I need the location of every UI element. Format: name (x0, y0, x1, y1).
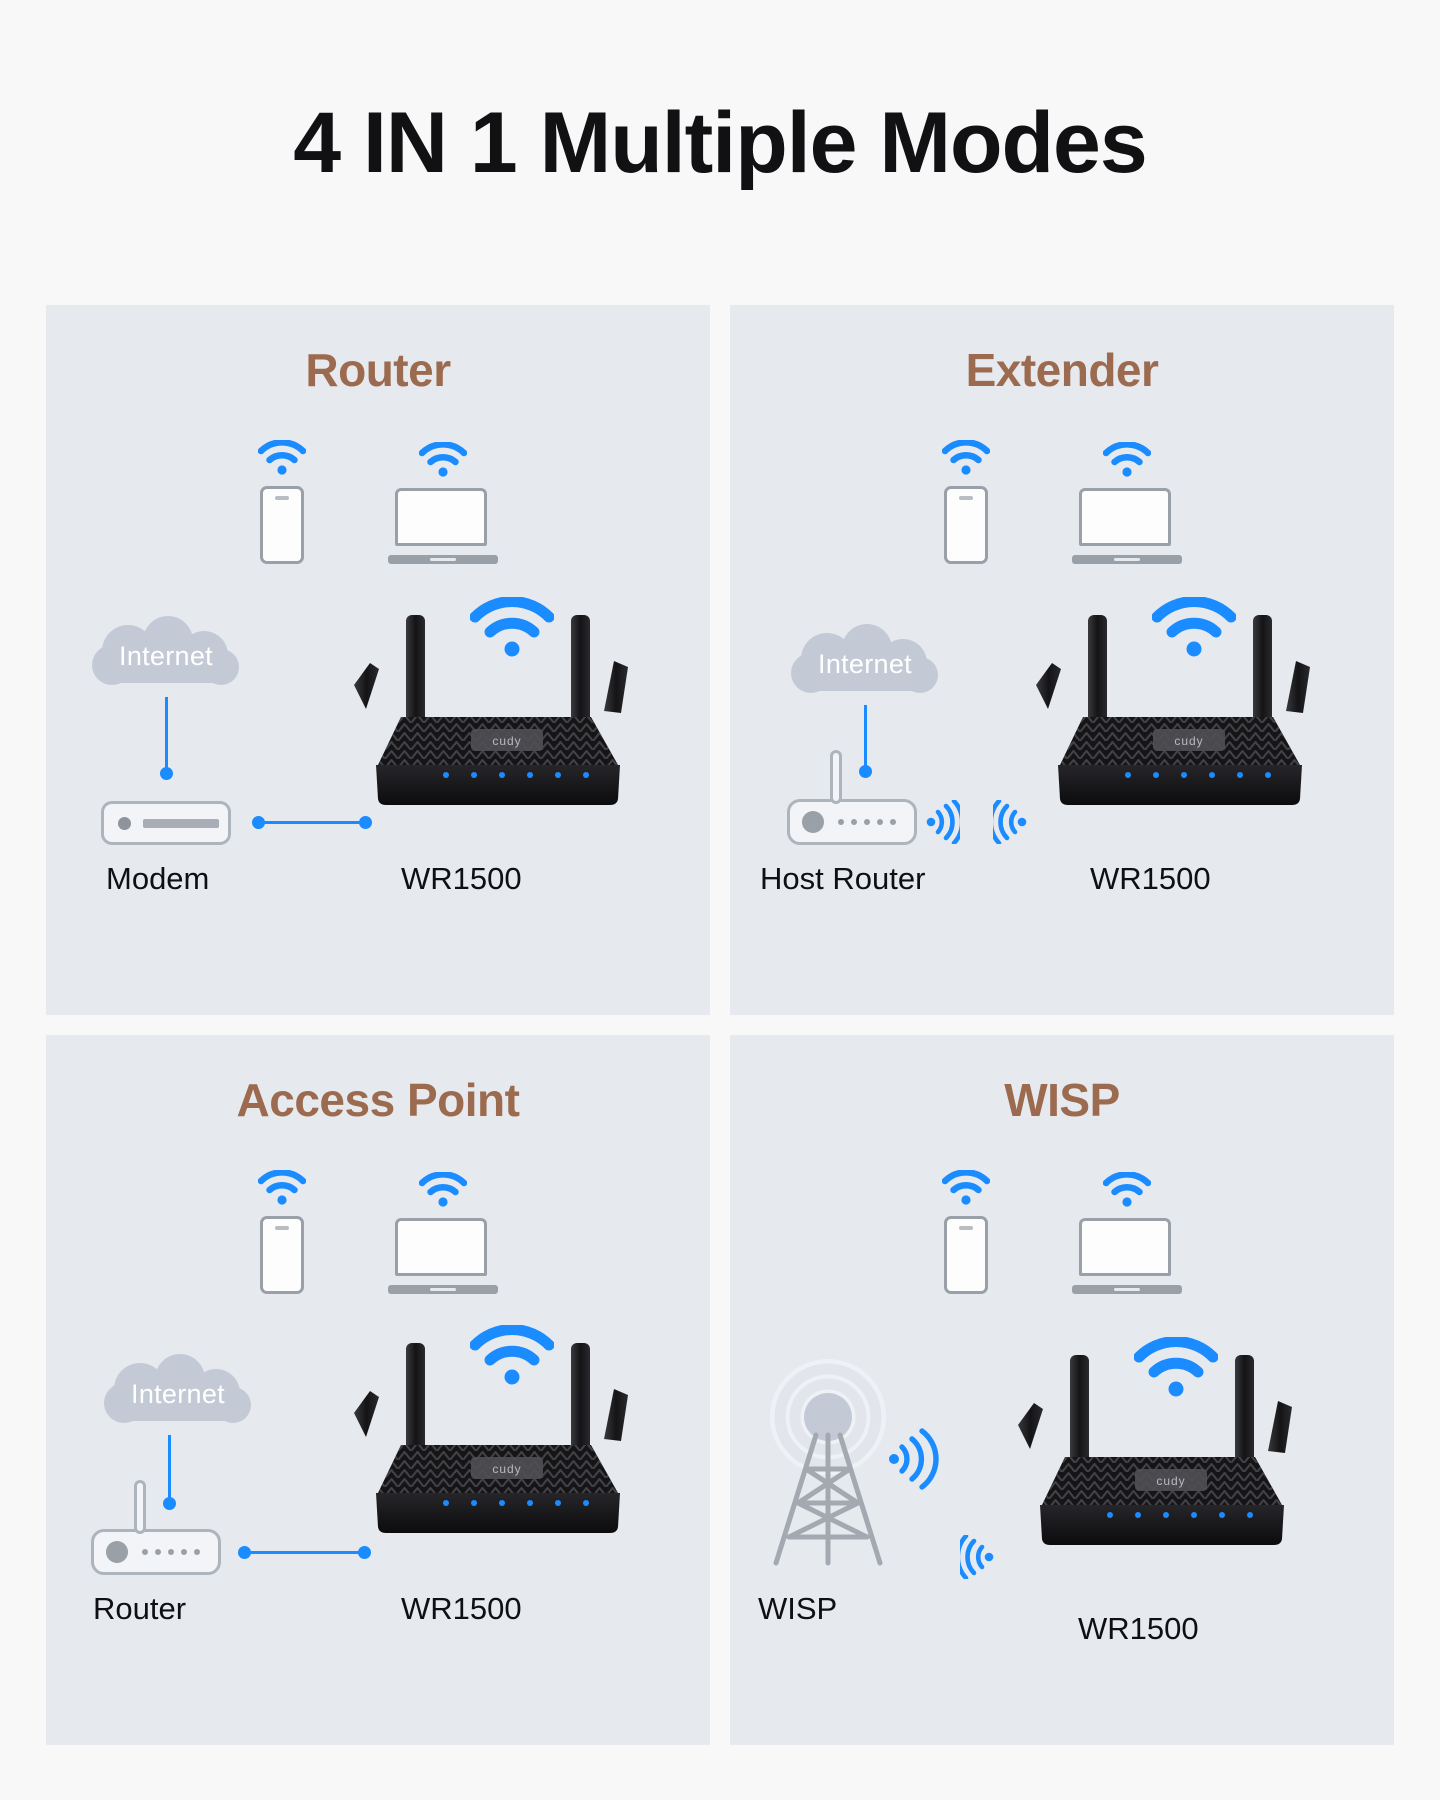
client-laptop (388, 442, 498, 564)
laptop-icon (1072, 1218, 1182, 1294)
source-label-modem: Modem (106, 861, 210, 896)
modem-to-router-line (261, 821, 366, 824)
wr1500-router-device: cudy (346, 1343, 646, 1588)
panel-access-point: Access Point (46, 1035, 710, 1745)
modem-icon (101, 801, 231, 845)
client-devices-access-point (46, 1170, 710, 1294)
client-smartphone (942, 1170, 990, 1294)
router-to-device-line (246, 1551, 364, 1554)
svg-text:cudy: cudy (1156, 1474, 1185, 1488)
panel-title-router: Router (305, 344, 451, 396)
wifi-icon (942, 1170, 990, 1206)
wifi-icon (1103, 442, 1151, 478)
signal-arc-left-icon (988, 798, 1027, 849)
wr1500-router-device: cudy (1028, 615, 1328, 860)
device-label-wr1500: WR1500 (401, 861, 522, 896)
laptop-icon (388, 1218, 498, 1294)
connection-dot (160, 767, 173, 780)
client-laptop (1072, 442, 1182, 564)
client-smartphone (258, 1170, 306, 1294)
wr1500-router-device: cudy (1010, 1355, 1310, 1600)
device-label-wr1500: WR1500 (401, 1591, 522, 1626)
connection-dot (163, 1497, 176, 1510)
wifi-icon (942, 440, 990, 476)
device-label-wr1500: WR1500 (1078, 1611, 1199, 1646)
cloud-to-router-line (168, 1435, 171, 1503)
connection-dot (252, 816, 265, 829)
connection-dot (359, 816, 372, 829)
modes-grid: Router (46, 305, 1394, 1760)
wireless-router-icon (787, 750, 917, 845)
internet-cloud: Internet (76, 615, 256, 697)
device-label-wr1500: WR1500 (1090, 861, 1211, 896)
connection-dot (358, 1546, 371, 1559)
wifi-icon (258, 1170, 306, 1206)
cloud-to-modem-line (165, 697, 168, 773)
client-smartphone (258, 440, 306, 564)
source-label-host-router: Host Router (760, 861, 926, 896)
connection-dot (859, 765, 872, 778)
client-devices-router (46, 440, 710, 564)
wifi-icon (419, 1172, 467, 1208)
wifi-icon (419, 442, 467, 478)
svg-text:cudy: cudy (1174, 734, 1203, 748)
page-title: 4 IN 1 Multiple Modes (293, 95, 1147, 191)
signal-arc-right-icon (926, 798, 965, 849)
client-laptop (1072, 1172, 1182, 1294)
client-devices-extender (730, 440, 1394, 564)
wr1500-router-device: cudy (346, 615, 646, 860)
connection-dot (238, 1546, 251, 1559)
laptop-icon (1072, 488, 1182, 564)
panel-title-access-point: Access Point (236, 1074, 520, 1126)
source-label-wisp: WISP (758, 1591, 838, 1626)
cloud-to-router-line (864, 705, 867, 771)
wireless-router-icon (91, 1480, 221, 1575)
panel-router: Router (46, 305, 710, 1015)
router-broadcast-wifi-icon (1151, 596, 1237, 664)
internet-cloud: Internet (88, 1353, 268, 1435)
client-devices-wisp (730, 1170, 1394, 1294)
signal-arc-left-icon (955, 1533, 994, 1584)
panel-title-wisp: WISP (1004, 1074, 1120, 1126)
internet-cloud-label: Internet (131, 1378, 225, 1409)
internet-cloud-label: Internet (818, 648, 912, 679)
internet-cloud-label: Internet (119, 640, 213, 671)
router-broadcast-wifi-icon (469, 596, 555, 664)
panel-wisp: WISP (730, 1035, 1394, 1745)
cell-tower-icon (750, 1355, 950, 1590)
internet-cloud: Internet (775, 623, 955, 705)
router-broadcast-wifi-icon (469, 1324, 555, 1392)
wifi-icon (1103, 1172, 1151, 1208)
smartphone-icon (944, 1216, 988, 1294)
wifi-icon (258, 440, 306, 476)
smartphone-icon (260, 1216, 304, 1294)
smartphone-icon (944, 486, 988, 564)
svg-text:cudy: cudy (492, 734, 521, 748)
smartphone-icon (260, 486, 304, 564)
source-label-router: Router (93, 1591, 187, 1626)
laptop-icon (388, 488, 498, 564)
panel-title-extender: Extender (965, 344, 1159, 396)
router-broadcast-wifi-icon (1133, 1336, 1219, 1404)
svg-text:cudy: cudy (492, 1462, 521, 1476)
client-laptop (388, 1172, 498, 1294)
client-smartphone (942, 440, 990, 564)
panel-extender: Extender (730, 305, 1394, 1015)
